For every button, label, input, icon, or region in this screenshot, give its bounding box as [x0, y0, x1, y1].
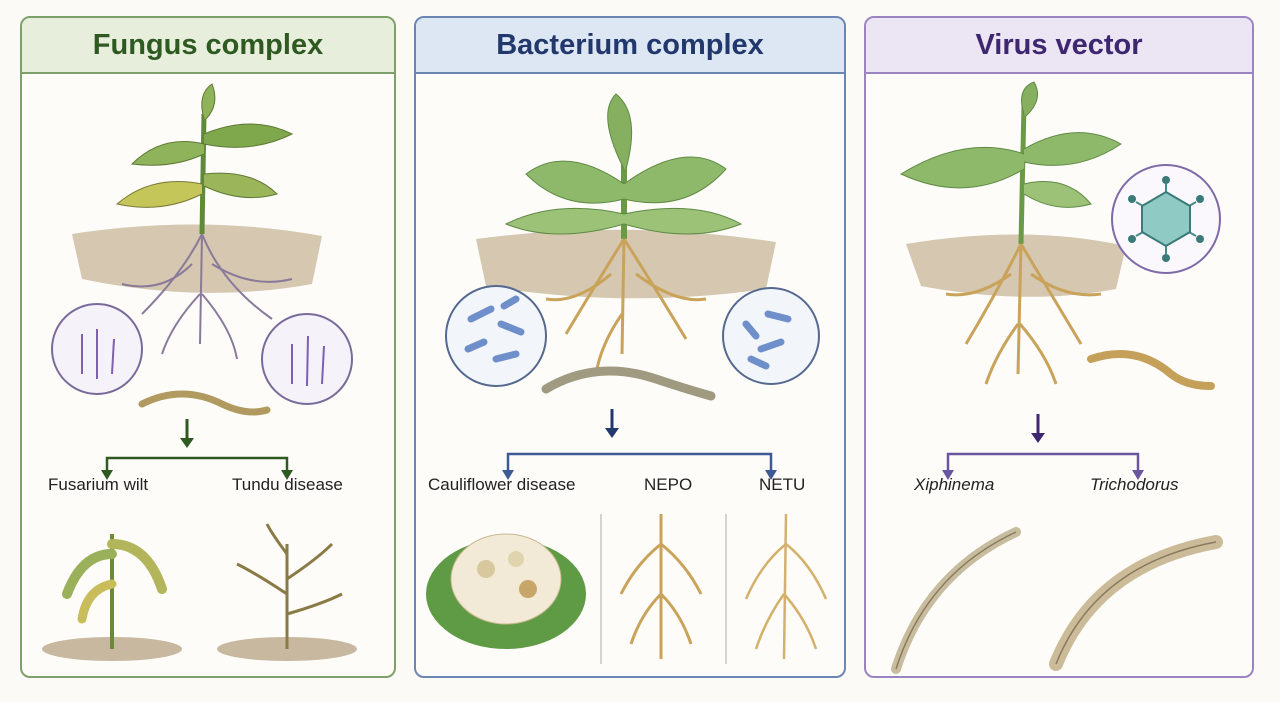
panel-fungus-complex: Fungus complex	[20, 16, 396, 678]
label-xiphinema: Xiphinema	[914, 475, 994, 495]
panel-title-virus: Virus vector	[866, 18, 1252, 74]
label-nepo: NEPO	[644, 475, 692, 495]
label-fusarium-wilt: Fusarium wilt	[48, 475, 148, 495]
panel-bacterium-complex: Bacterium complex	[414, 16, 846, 678]
panel-title-fungus: Fungus complex	[22, 18, 394, 74]
label-trichodorus: Trichodorus	[1090, 475, 1179, 495]
label-netu: NETU	[759, 475, 805, 495]
bacterium-illustration	[416, 74, 846, 678]
virus-illustration	[866, 74, 1254, 678]
label-tundu-disease: Tundu disease	[232, 475, 343, 495]
panel-title-bacterium: Bacterium complex	[416, 18, 844, 74]
label-cauliflower-disease: Cauliflower disease	[428, 475, 575, 495]
panel-virus-vector: Virus vector	[864, 16, 1254, 678]
fungus-illustration	[22, 74, 396, 678]
